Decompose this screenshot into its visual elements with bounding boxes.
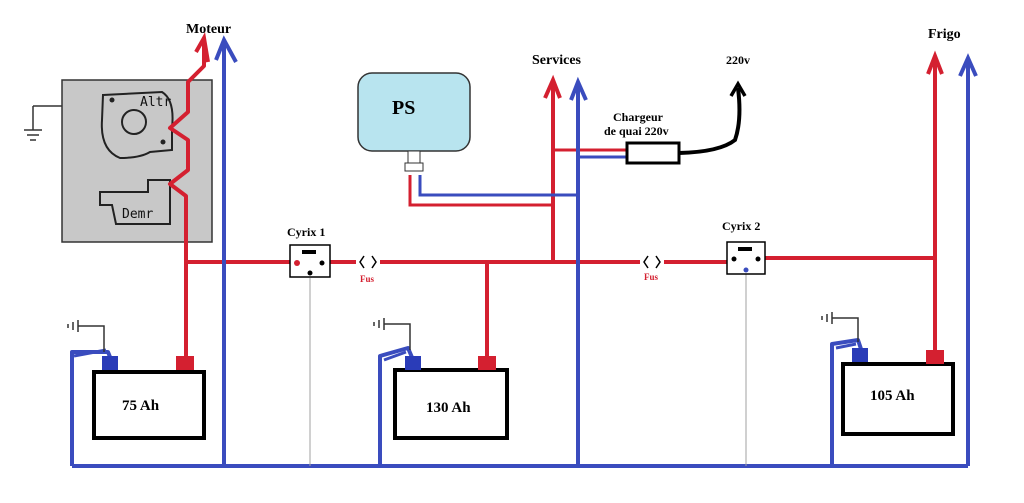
frigo-negative-arrow bbox=[958, 53, 978, 77]
fuse-icon bbox=[640, 255, 664, 269]
positive-wiring bbox=[168, 40, 937, 360]
ps-label: PS bbox=[392, 97, 415, 119]
ground-icon bbox=[373, 318, 411, 350]
alternator-pulley-icon bbox=[121, 109, 147, 135]
services-positive-arrow bbox=[543, 74, 562, 99]
services-negative-arrow bbox=[569, 76, 588, 101]
battery-75ah: 75 Ah bbox=[92, 356, 206, 440]
cyrix2-label: Cyrix 2 bbox=[722, 219, 760, 233]
ground-icon bbox=[67, 320, 105, 352]
cyrix1-label: Cyrix 1 bbox=[287, 225, 325, 239]
altr-label: Altr bbox=[140, 95, 171, 110]
fuse-icon bbox=[356, 255, 380, 269]
frigo-positive-arrow bbox=[926, 50, 944, 75]
charger-box bbox=[625, 141, 681, 165]
cyrix-1-relay bbox=[289, 244, 331, 278]
moteur-label: Moteur bbox=[186, 22, 231, 37]
fus2-label: Fus bbox=[644, 272, 659, 282]
alternator-icon bbox=[100, 90, 174, 160]
chargeur-label-line1: Chargeur bbox=[613, 110, 664, 124]
battery-105ah: 105 Ah bbox=[841, 348, 955, 436]
220v-label: 220v bbox=[726, 53, 750, 67]
moteur-negative-arrow bbox=[214, 35, 238, 63]
chargeur-label-line2: de quai 220v bbox=[604, 124, 669, 138]
cyrix-2-relay bbox=[726, 241, 766, 275]
battery-label: 130 Ah bbox=[426, 400, 471, 416]
demr-label: Demr bbox=[122, 207, 153, 222]
starter-icon bbox=[99, 179, 171, 225]
services-label: Services bbox=[532, 53, 582, 68]
fus1-label: Fus bbox=[360, 274, 375, 284]
ground-icon bbox=[821, 312, 859, 342]
220v-arrow bbox=[729, 80, 747, 97]
battery-label: 75 Ah bbox=[122, 398, 160, 414]
battery-130ah: 130 Ah bbox=[393, 356, 509, 440]
moteur-positive-arrow bbox=[194, 32, 210, 63]
battery-label: 105 Ah bbox=[870, 388, 915, 404]
engine-ground-icon bbox=[24, 105, 62, 141]
frigo-label: Frigo bbox=[928, 27, 961, 42]
